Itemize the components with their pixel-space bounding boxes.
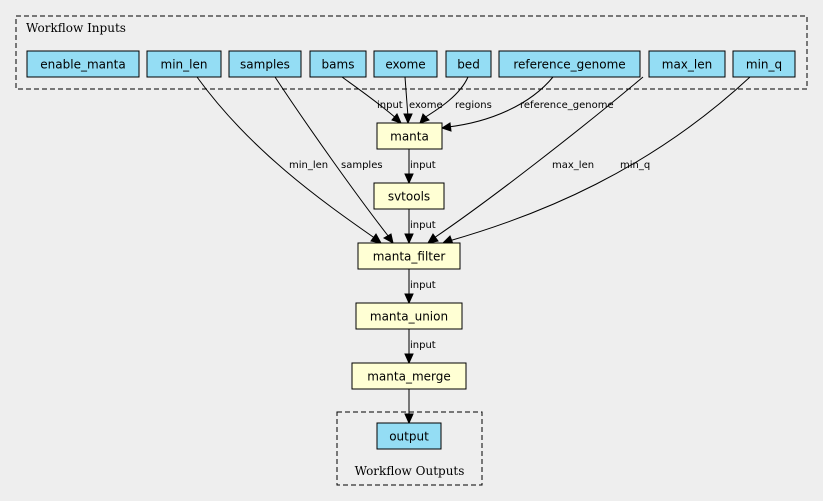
input-node-max-len[interactable]: max_len [648, 50, 726, 78]
input-node-label: bed [457, 58, 480, 72]
edge-samples-manta-filter: samples [274, 76, 394, 244]
edge-label-input: input [410, 340, 436, 351]
edge-exome-manta: exome [403, 76, 443, 125]
input-node-bams[interactable]: bams [309, 50, 367, 78]
step-node-manta-filter[interactable]: manta_filter [357, 242, 461, 270]
step-node-label: manta_union [370, 310, 448, 324]
edge-svtools-manta-filter: input [404, 209, 436, 245]
step-node-manta[interactable]: manta [376, 122, 443, 150]
input-node-label: enable_manta [40, 58, 125, 72]
workflow-inputs-title: Workflow Inputs [26, 21, 126, 35]
input-node-label: max_len [662, 58, 712, 72]
edge-label-input: input [410, 160, 436, 171]
input-node-reference-genome[interactable]: reference_genome [498, 50, 641, 78]
edge-manta-svtools: input [404, 149, 436, 185]
input-node-label: min_q [746, 58, 782, 72]
step-node-svtools[interactable]: svtools [373, 182, 445, 210]
output-node-output[interactable]: output [376, 422, 442, 450]
input-node-label: samples [240, 58, 290, 72]
edge-bed-manta: regions [419, 76, 492, 124]
edge-reference-genome-manta: reference_genome [440, 76, 614, 132]
input-node-samples[interactable]: samples [228, 50, 302, 78]
edge-label-input: input [377, 100, 403, 111]
edge-min-len-manta-filter: min_len [196, 76, 382, 244]
step-node-label: manta_filter [373, 250, 446, 264]
edge-manta-merge-output [404, 389, 414, 425]
input-node-min-len[interactable]: min_len [146, 50, 222, 78]
edge-max-len-manta-filter: max_len [427, 76, 644, 244]
output-node-label: output [389, 430, 429, 444]
input-node-label: bams [322, 58, 355, 72]
edge-min-q-manta-filter: min_q [441, 76, 751, 245]
input-node-min-q[interactable]: min_q [732, 50, 796, 78]
edge-label-max-len: max_len [552, 160, 594, 171]
input-node-label: reference_genome [513, 58, 625, 72]
input-node-enable-manta[interactable]: enable_manta [26, 50, 140, 78]
edge-label-min-len: min_len [289, 160, 328, 171]
edge-manta-union-manta-merge: input [404, 329, 436, 365]
step-node-label: manta [390, 130, 429, 144]
edge-manta-filter-manta-union: input [404, 269, 436, 305]
edge-label-exome: exome [409, 100, 443, 111]
edge-bams-manta: input [341, 76, 403, 124]
input-node-bed[interactable]: bed [445, 50, 492, 78]
input-node-label: exome [385, 58, 425, 72]
edge-label-input: input [410, 280, 436, 291]
workflow-outputs-title: Workflow Outputs [355, 464, 465, 478]
edge-label-samples: samples [341, 160, 383, 171]
workflow-inputs-cluster: Workflow Inputs [15, 15, 808, 90]
edge-label-min-q: min_q [620, 160, 650, 171]
step-node-label: manta_merge [367, 370, 451, 384]
step-node-manta-union[interactable]: manta_union [355, 302, 463, 330]
step-node-label: svtools [388, 190, 430, 204]
edge-label-regions: regions [455, 100, 492, 111]
step-node-manta-merge[interactable]: manta_merge [351, 362, 467, 390]
edge-label-input: input [410, 220, 436, 231]
input-node-label: min_len [161, 58, 208, 72]
input-node-exome[interactable]: exome [373, 50, 438, 78]
edge-label-reference-genome: reference_genome [520, 100, 614, 111]
